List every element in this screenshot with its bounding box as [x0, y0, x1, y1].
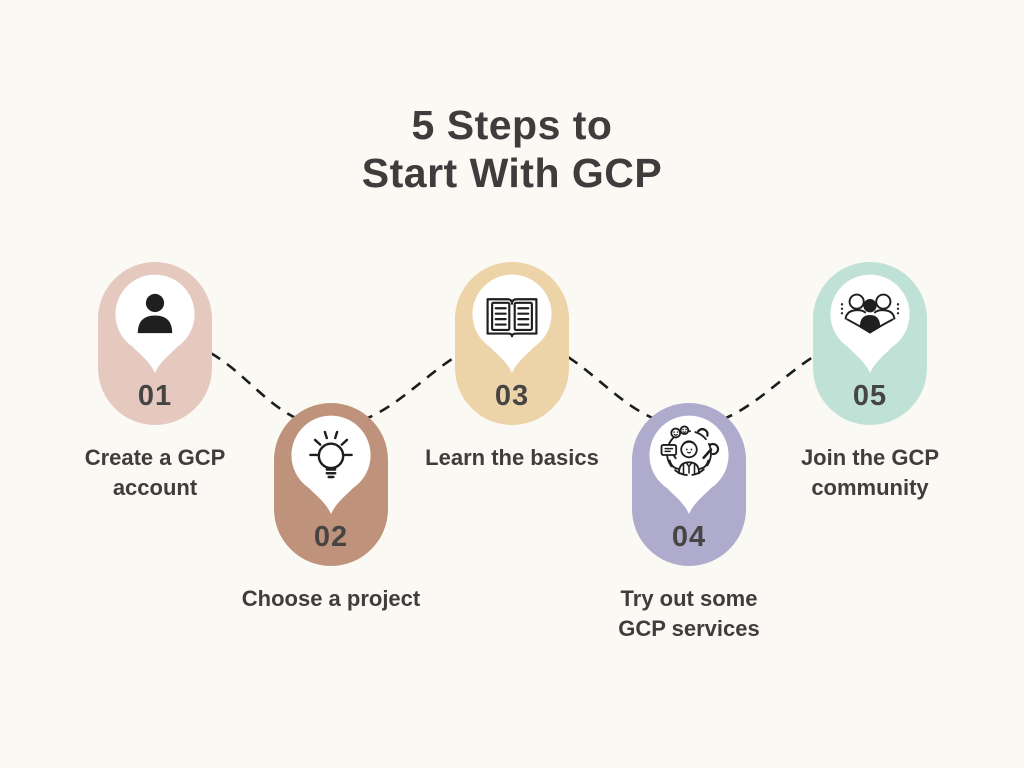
- step-1-create-account: 01 Create a GCP account: [45, 262, 265, 503]
- pin-shape: [291, 415, 371, 515]
- step-5-join-community: 05 Join the GCP community: [760, 262, 980, 503]
- step-3-learn-basics: 03 Learn the basics: [402, 262, 622, 473]
- step-2-label: Choose a project: [242, 584, 420, 614]
- step-2-choose-project: 02 Choose a project: [221, 403, 441, 614]
- page-title-line-2: Start With GCP: [361, 150, 663, 196]
- step-4-label-line-1: Try out some: [620, 586, 758, 611]
- step-4-number: 04: [671, 521, 707, 553]
- step-4-label-line-2: GCP services: [618, 616, 760, 641]
- step-1-number: 01: [137, 380, 173, 412]
- step-3-label-line-1: Learn the basics: [425, 445, 599, 470]
- pin-shape: [649, 415, 729, 515]
- step-1-location-pin: [109, 270, 201, 377]
- step-1-label-line-2: account: [112, 475, 198, 500]
- step-5-label-line-2: community: [811, 475, 929, 500]
- lightbulb-icon: [309, 430, 353, 479]
- page-title: 5 Steps to Start With GCP: [0, 101, 1024, 197]
- community-icon: [840, 293, 900, 334]
- step-3-label: Learn the basics: [425, 443, 599, 473]
- step-2-number: 02: [313, 521, 349, 553]
- step-1-label-line-1: Create a GCP: [84, 445, 226, 470]
- page-title-line-1: 5 Steps to: [411, 102, 613, 148]
- step-4-location-pin: [643, 411, 735, 518]
- step-4-try-services: 04 Try out some GCP services: [579, 403, 799, 644]
- step-1-capsule: 01: [98, 262, 212, 425]
- step-3-number: 03: [494, 380, 530, 412]
- step-2-label-line-1: Choose a project: [241, 586, 421, 611]
- step-2-location-pin: [285, 411, 377, 518]
- step-4-capsule: 04: [632, 403, 746, 566]
- person-icon: [137, 293, 173, 334]
- open-book-icon: [486, 298, 538, 338]
- step-5-capsule: 05: [813, 262, 927, 425]
- support-person-icon: [660, 425, 720, 477]
- connector-dashed-path: [154, 336, 871, 428]
- step-5-label-line-1: Join the GCP: [800, 445, 940, 470]
- step-3-location-pin: [466, 270, 558, 377]
- step-1-label: Create a GCP account: [85, 443, 226, 503]
- step-5-number: 05: [852, 380, 888, 412]
- step-2-capsule: 02: [274, 403, 388, 566]
- step-3-capsule: 03: [455, 262, 569, 425]
- step-5-location-pin: [824, 270, 916, 377]
- step-5-label: Join the GCP community: [801, 443, 939, 503]
- step-4-label: Try out some GCP services: [618, 584, 759, 644]
